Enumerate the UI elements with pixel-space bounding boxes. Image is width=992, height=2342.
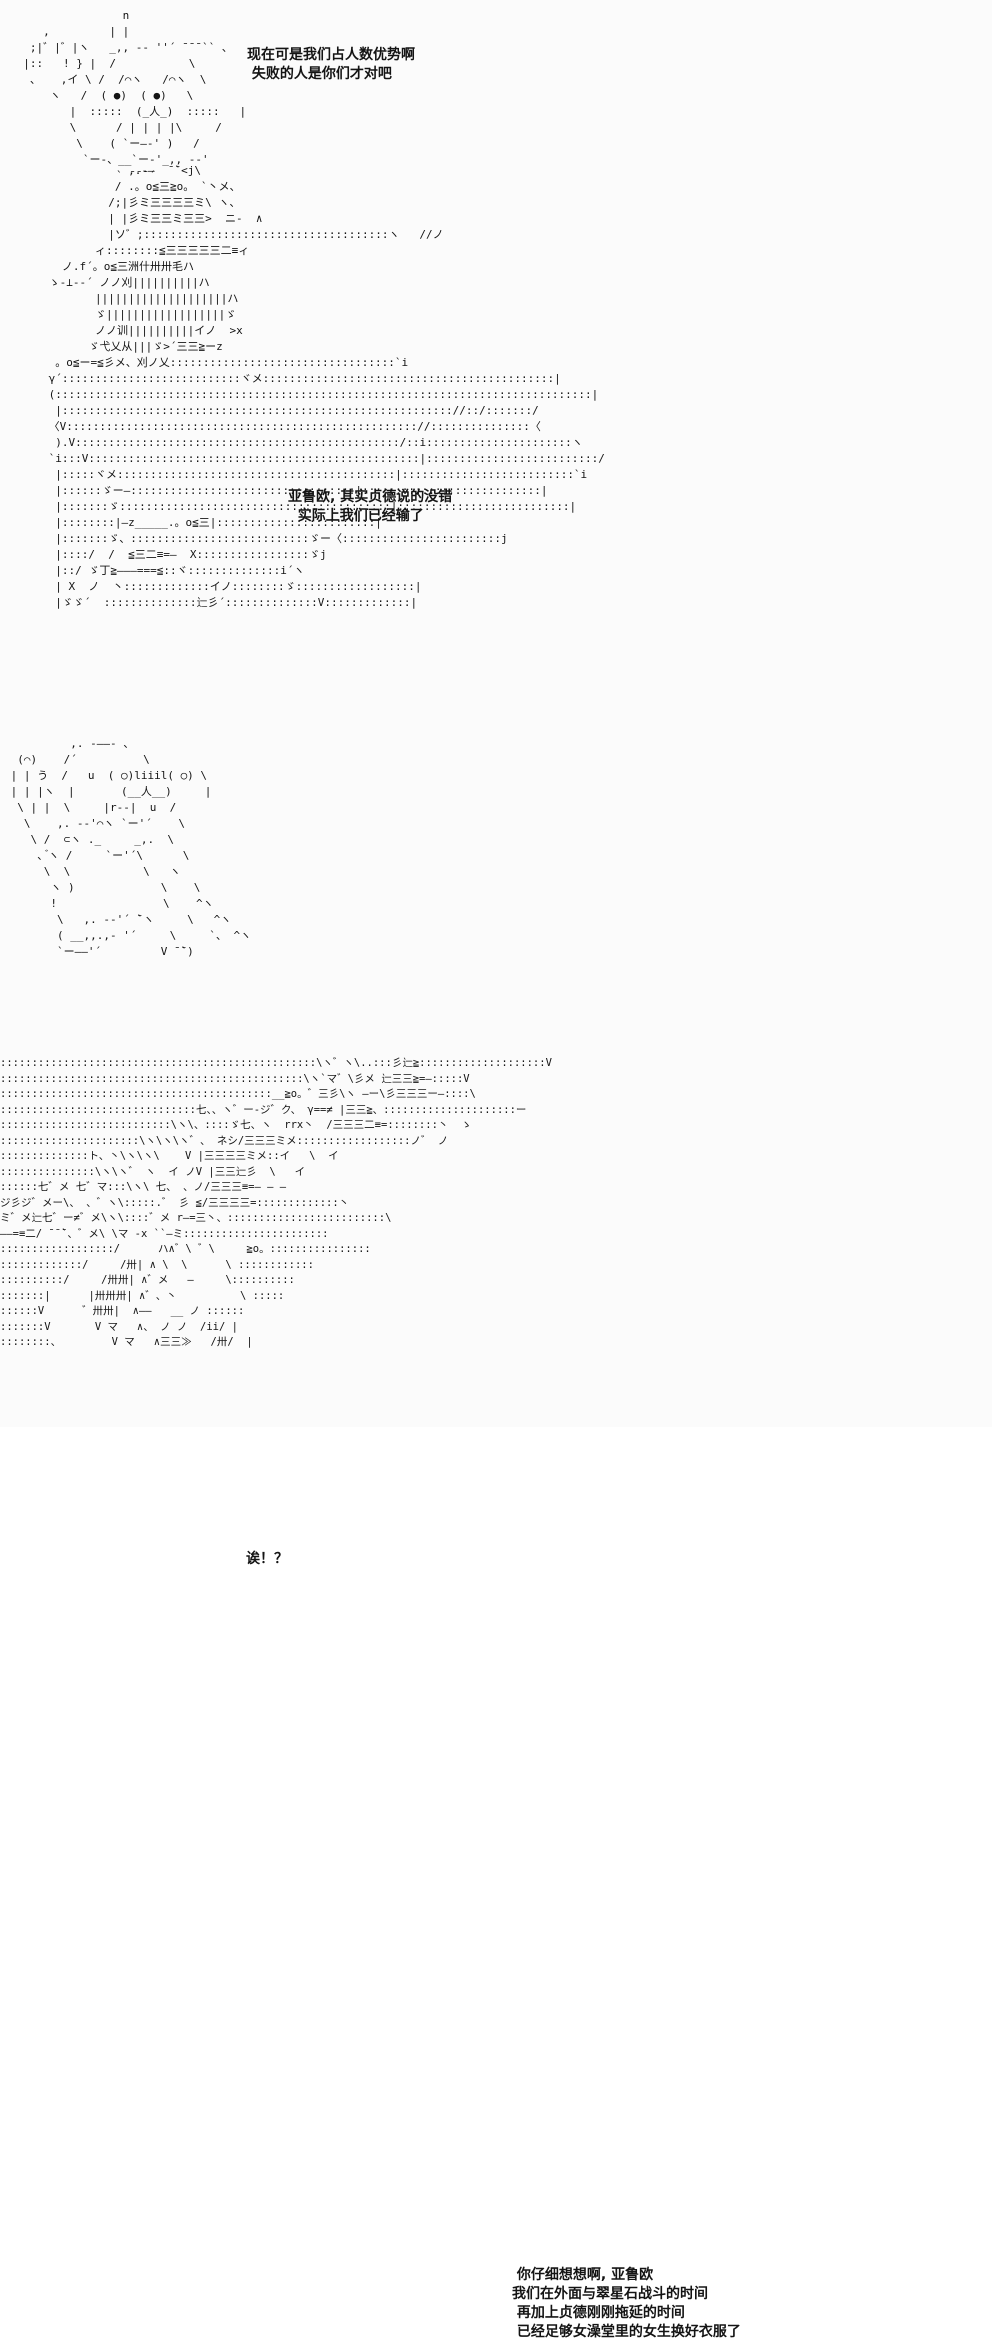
comic-panel-3: ,. -――- 、 (⌒) /´ \ | | う / u ( ○)liiil( … <box>0 736 992 1567</box>
dialogue-text-panel-1: 现在可是我们占人数优势啊 失败的人是你们才对吧 <box>247 47 415 82</box>
ascii-art-running-figure: ,. -――- 、 (⌒) /´ \ | | う / u ( ○)liiil( … <box>10 737 252 958</box>
comic-panel-2: ,.-― ̄ ̄`<j\ / .。o≦三≧o。 `丶メ、 /;|彡ミ三三三三ミ\… <box>0 163 992 611</box>
dialogue-text-panel-2: 亚鲁欧, 其实贞德说的没错 实际上我们已经输了 <box>288 489 453 524</box>
ascii-art-crowd-face: n , | | ;|゛|゛|ヽ _,, -‐ ''´ ̄ ̄ ̄ `` 、 |:… <box>23 9 247 182</box>
ascii-art-seated-figure: ,.-― ̄ ̄`<j\ / .。o≦三≧o。 `丶メ、 /;|彡ミ三三三三ミ\… <box>48 164 605 609</box>
comic-panel-4: ::::::::::::::::::::::::::::::::::::::::… <box>0 1056 992 2340</box>
dialogue-text-panel-4: 你仔细想想啊, 亚鲁欧 我们在外面与翠星石战斗的时间 再加上贞德刚刚拖延的时间 … <box>512 2267 741 2340</box>
dialogue-text-panel-3: 诶！？ <box>246 1551 288 1567</box>
comic-panel-1: n , | | ;|゛|゛|ヽ _,, -‐ ''´ ̄ ̄ ̄ `` 、 |:… <box>0 8 992 184</box>
ascii-art-large-figure: ::::::::::::::::::::::::::::::::::::::::… <box>0 1057 552 1348</box>
comic-page: n , | | ;|゛|゛|ヽ _,, -‐ ''´ ̄ ̄ ̄ `` 、 |:… <box>0 8 992 2340</box>
